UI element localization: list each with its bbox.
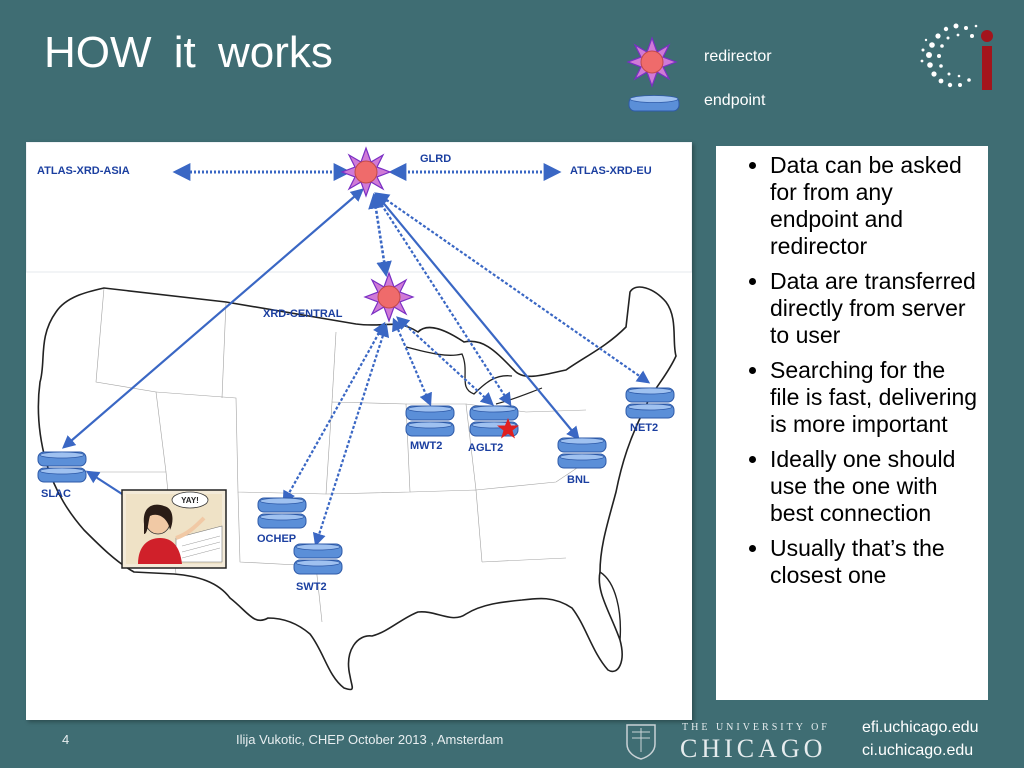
bullet-list: Data can be asked for from any endpoint … [716,146,988,589]
glrd-redirector-icon [341,147,391,197]
aglt2-label: AGLT2 [468,442,504,454]
uchicago-seal-icon [626,724,656,760]
atlas-xrd-eu-label: ATLAS-XRD-EU [570,165,652,177]
mwt2-label: MWT2 [410,440,443,452]
ci-logo-icon [920,23,993,90]
xrd-central-label: XRD-CENTRAL [263,308,343,320]
swt2-label: SWT2 [296,581,327,593]
star-icon [497,418,519,439]
legend-endpoint-label: endpoint [704,92,766,109]
ochep-label: OCHEP [257,533,297,545]
arrow-central-aglt2 [396,316,494,406]
net2-label: NET2 [630,422,659,434]
bullet-panel: Data can be asked for from any endpoint … [716,146,988,700]
arrow-central-swt2 [312,323,390,547]
bnl-label: BNL [567,474,590,486]
bullet-item: Data can be asked for from any endpoint … [770,152,980,260]
bullet-item: Usually that’s the closest one [770,535,980,589]
page-number: 4 [62,732,70,747]
university-top-label: THE UNIVERSITY OF [682,722,830,733]
arrow-glrd-slac [62,188,364,449]
comic-user-image: YAY! [121,489,227,569]
university-name-label: CHICAGO [680,734,827,763]
efi-url: efi.uchicago.edu [862,719,979,736]
legend-redirector-label: redirector [704,48,772,65]
glrd-label: GLRD [420,153,452,165]
network-map-panel: YAY! ATLAS-XRD-ASIA ATLAS-XRD-EU GLRD XR… [26,142,692,720]
footer-credit: Ilija Vukotic, CHEP October 2013 , Amste… [236,732,504,747]
bullet-item: Ideally one should use the one with best… [770,446,980,527]
xrd-central-redirector-icon [364,272,414,322]
comic-bubble-text: YAY! [181,496,199,505]
atlas-xrd-asia-label: ATLAS-XRD-ASIA [37,165,130,177]
endpoint-legend-icon [628,95,680,112]
slide-title: HOW it works [44,28,333,77]
ci-url: ci.uchicago.edu [862,742,974,759]
redirector-legend-icon [626,36,678,88]
slac-label: SLAC [41,488,71,500]
bullet-item: Data are transferred directly from serve… [770,268,980,349]
network-map-svg: YAY! [26,142,692,720]
arrow-user-slac [85,470,123,495]
bullet-item: Searching for the file is fast, deliveri… [770,357,980,438]
